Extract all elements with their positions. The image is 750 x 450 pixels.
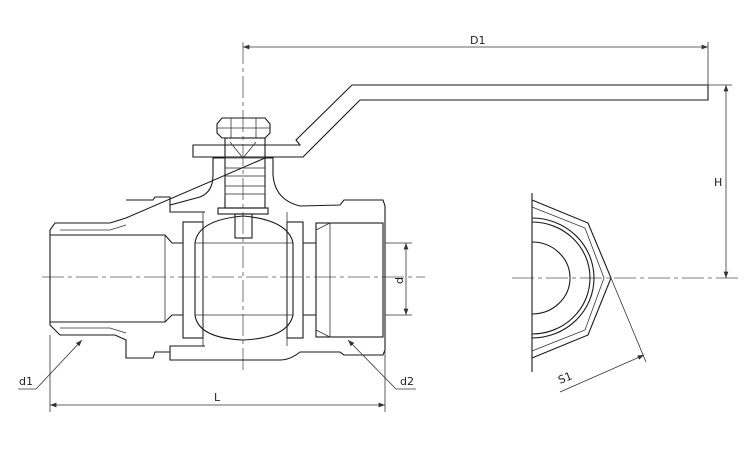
- stem-assembly: [217, 137, 269, 239]
- label-H: H: [714, 176, 722, 189]
- body-inner-bottom: [169, 345, 205, 352]
- label-d2: d2: [400, 375, 414, 388]
- label-S1: S1: [556, 369, 574, 386]
- label-d1: d1: [19, 375, 33, 388]
- dimension-d2-leader: [347, 339, 416, 390]
- label-L: L: [214, 391, 221, 404]
- valve-body: [49, 157, 386, 361]
- male-end: [50, 224, 183, 334]
- handle-lever: [192, 84, 709, 158]
- dimension-s1-line: [559, 354, 645, 393]
- stem-nut: [216, 117, 271, 139]
- label-d: d: [393, 277, 406, 284]
- right-seat: [286, 221, 304, 339]
- dimension-d1-leader: [18, 339, 83, 390]
- female-end: [315, 222, 384, 338]
- left-seat: [182, 221, 204, 339]
- side-view-hex: [531, 193, 612, 372]
- label-D1: D1: [470, 34, 485, 47]
- ball: [194, 215, 294, 341]
- body-inner-top: [169, 205, 205, 213]
